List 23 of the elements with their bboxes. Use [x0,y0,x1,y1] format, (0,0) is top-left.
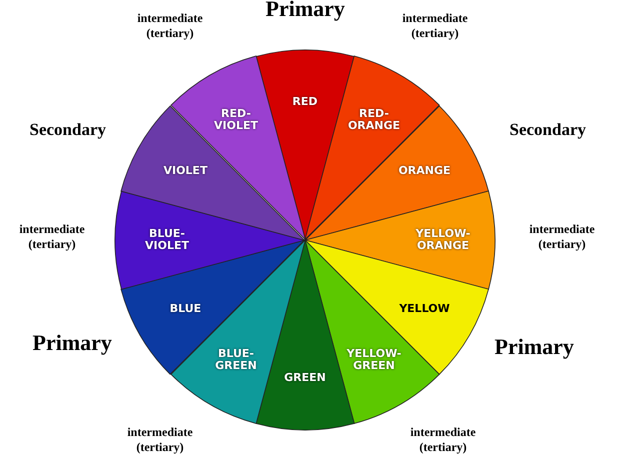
slice-label: BLUE-VIOLET [144,228,190,252]
tertiary-label: intermediate (tertiary) [528,222,596,252]
slice-label: RED-ORANGE [346,108,402,132]
slice-label: GREEN [283,372,327,384]
color-category-label: Secondary [30,120,106,140]
color-category-label: Primary [32,330,112,356]
slice-label: YELLOW [398,303,451,315]
slice-label: VIOLET [162,164,208,177]
color-category-label: Primary [266,0,345,22]
slice-label: RED [291,96,319,108]
slice-label: RED-VIOLET [212,108,259,132]
slice-label: BLUE [168,303,202,315]
slice-label: ORANGE [397,164,452,177]
tertiary-label: intermediate (tertiary) [126,425,194,455]
tertiary-label: intermediate (tertiary) [18,222,86,252]
tertiary-label: intermediate (tertiary) [409,425,477,455]
color-category-label: Primary [494,334,574,360]
tertiary-label: intermediate (tertiary) [136,11,204,41]
color-category-label: Secondary [510,120,586,140]
slice-label: YELLOW-GREEN [346,348,402,372]
tertiary-label: intermediate (tertiary) [401,11,469,41]
slice-label: YELLOW-ORANGE [414,228,472,252]
slice-label: BLUE-GREEN [214,348,258,372]
